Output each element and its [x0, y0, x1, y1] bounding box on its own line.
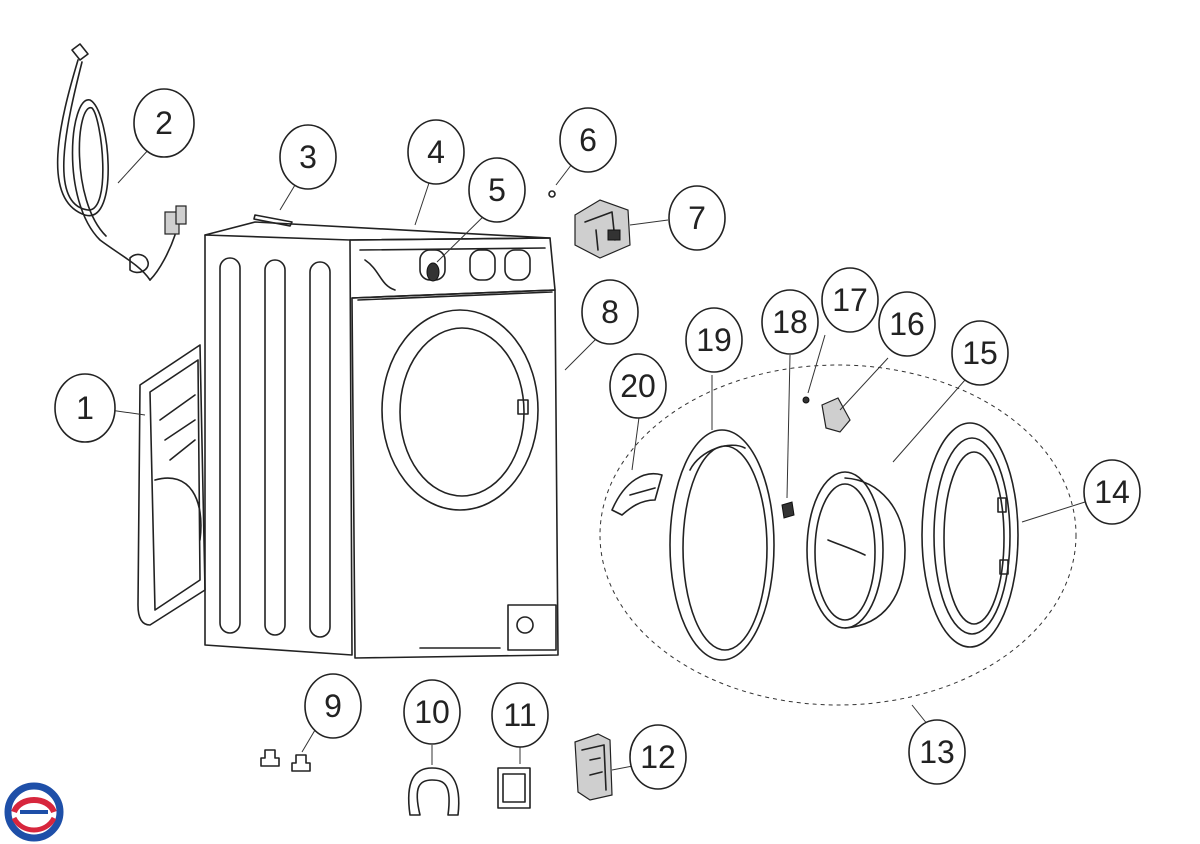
callout-bubble — [468, 157, 526, 223]
callout-bubble — [133, 88, 195, 158]
module-bracket-part — [574, 733, 613, 801]
clip-part — [253, 214, 293, 227]
callout-6: 6 — [559, 107, 617, 173]
callout-bubble — [685, 307, 743, 373]
callout-bubble — [304, 673, 362, 739]
callout-bubble — [821, 267, 879, 333]
callout-1: 1 — [54, 373, 116, 443]
callout-label: 5 — [488, 172, 506, 208]
feet-part — [260, 749, 311, 772]
callout-label: 7 — [688, 200, 706, 236]
callout-5: 5 — [468, 157, 526, 223]
callout-15: 15 — [951, 320, 1009, 386]
callout-label: 3 — [299, 139, 317, 175]
callout-bubble — [403, 679, 461, 745]
callout-bubble — [609, 353, 667, 419]
callout-label: 18 — [772, 304, 808, 340]
door-assembly-group-outline — [599, 364, 1077, 706]
callout-label: 19 — [696, 322, 732, 358]
callout-8: 8 — [581, 279, 639, 345]
cap-part — [426, 262, 440, 282]
callout-3: 3 — [279, 124, 337, 190]
callout-4: 4 — [407, 119, 465, 185]
inner-door-frame-part — [921, 422, 1019, 648]
brand-logo-icon — [4, 782, 64, 842]
callout-label: 17 — [832, 282, 868, 318]
callout-9: 9 — [304, 673, 362, 739]
cabinet-part — [204, 221, 559, 659]
callout-bubble — [951, 320, 1009, 386]
outer-door-ring-part — [669, 429, 775, 661]
callout-label: 14 — [1094, 474, 1130, 510]
callout-label: 1 — [76, 390, 94, 426]
callout-19: 19 — [685, 307, 743, 373]
callout-bubble — [279, 124, 337, 190]
callout-label: 8 — [601, 294, 619, 330]
handle-catch-part — [821, 397, 851, 433]
side-panel-part — [137, 344, 206, 626]
callout-18: 18 — [761, 289, 819, 355]
callout-bubble — [629, 724, 687, 790]
callout-bubble — [668, 185, 726, 251]
callout-12: 12 — [629, 724, 687, 790]
callout-bubble — [491, 682, 549, 748]
callout-label: 20 — [620, 368, 656, 404]
callout-label: 15 — [962, 335, 998, 371]
callout-bubble — [559, 107, 617, 173]
callout-label: 10 — [414, 694, 450, 730]
callout-bubble — [908, 719, 966, 785]
callout-label: 12 — [640, 739, 676, 775]
callout-label: 2 — [155, 105, 173, 141]
callout-bubble — [407, 119, 465, 185]
callout-7: 7 — [668, 185, 726, 251]
power-cord-part — [56, 43, 187, 281]
screw-part — [548, 190, 556, 198]
callout-bubble — [54, 373, 116, 443]
callout-10: 10 — [403, 679, 461, 745]
callout-bubble — [878, 291, 936, 357]
hinge-cover-part — [611, 473, 663, 516]
callout-bubble — [761, 289, 819, 355]
hinge-part — [781, 501, 795, 519]
callout-label: 6 — [579, 122, 597, 158]
callout-17: 17 — [821, 267, 879, 333]
door-glass-part — [806, 471, 906, 629]
callout-14: 14 — [1083, 459, 1141, 525]
callout-label: 16 — [889, 306, 925, 342]
callout-20: 20 — [609, 353, 667, 419]
callout-11: 11 — [491, 682, 549, 748]
callout-2: 2 — [133, 88, 195, 158]
callout-label: 9 — [324, 688, 342, 724]
door-lock-part — [574, 199, 631, 259]
callout-label: 4 — [427, 134, 445, 170]
callout-label: 13 — [919, 734, 955, 770]
callout-bubble — [581, 279, 639, 345]
callout-label: 11 — [503, 697, 536, 733]
callout-16: 16 — [878, 291, 936, 357]
filter-cover-part — [497, 767, 531, 809]
callout-13: 13 — [908, 719, 966, 785]
hose-guide-part — [408, 767, 460, 816]
callout-bubble — [1083, 459, 1141, 525]
door-screw-part — [802, 396, 810, 404]
